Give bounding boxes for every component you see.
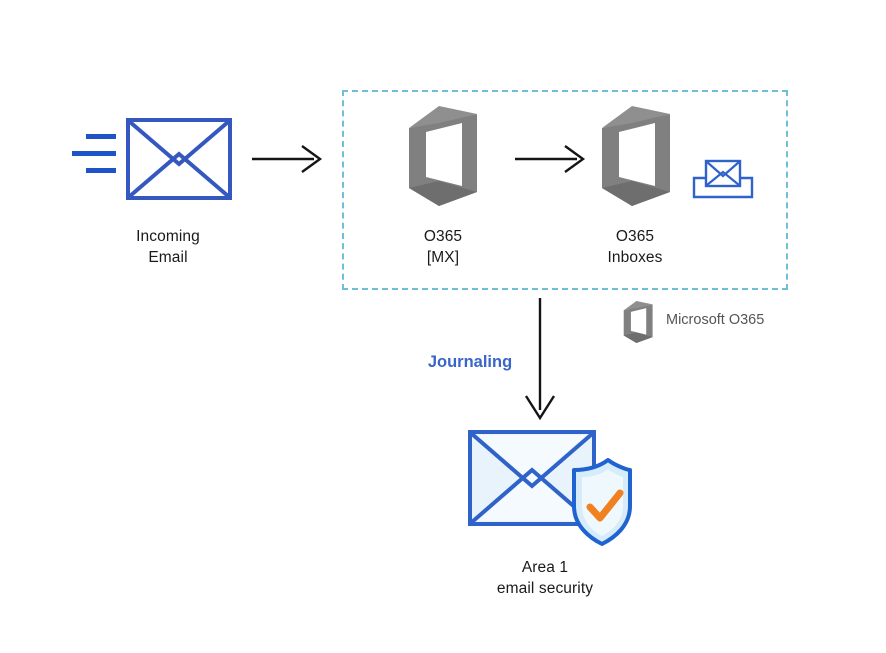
office-365-logo-icon xyxy=(622,301,656,343)
o365-zone-boundary xyxy=(342,90,788,290)
incoming-email-caption: Incoming Email xyxy=(136,228,200,266)
arrow-right-icon xyxy=(252,142,324,176)
office-365-logo-icon xyxy=(405,106,485,206)
arrow-down-icon xyxy=(522,298,558,422)
inbox-tray-icon xyxy=(692,158,754,200)
shielded-envelope-icon xyxy=(466,428,634,546)
area1-caption: Area 1 email security xyxy=(496,559,594,597)
o365-inboxes-caption: O365 Inboxes xyxy=(607,228,663,266)
office-365-logo-icon xyxy=(598,106,678,206)
o365-mx-caption: O365 [MX] xyxy=(423,228,463,266)
arrow-right-icon xyxy=(515,142,587,176)
journaling-label: Journaling xyxy=(427,353,513,371)
legend-label: Microsoft O365 xyxy=(666,312,765,328)
envelope-icon xyxy=(72,118,232,210)
